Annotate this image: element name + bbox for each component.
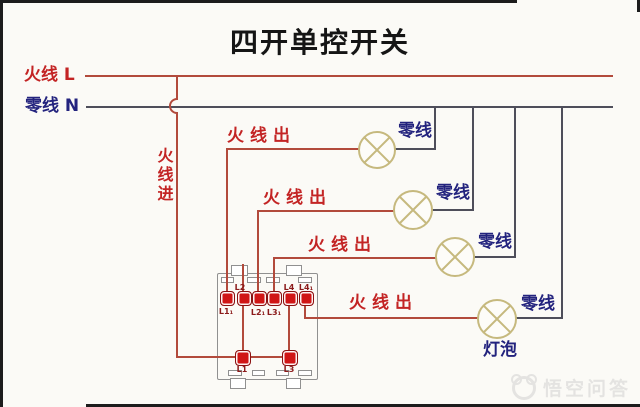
live-out-label-3: 火线出 (308, 235, 377, 255)
neutral-label-2: 零线 (436, 183, 470, 203)
terminal-label: L2 (234, 283, 246, 292)
neutral-label-3: 零线 (478, 232, 512, 252)
live-out-label-2: 火线出 (263, 188, 332, 208)
box-bottom-tab (286, 378, 301, 389)
watermark-text: 悟空问答 (543, 378, 632, 400)
terminal-label: L4₁ (298, 283, 314, 292)
terminal-label: L1 (236, 365, 248, 374)
page-title: 四开单控开关 (229, 26, 410, 59)
box-slot (298, 277, 312, 283)
switch-box (217, 273, 318, 380)
neutral-bus-label: 零线 N (25, 96, 80, 116)
live-out-label-4: 火线出 (349, 293, 418, 313)
terminal-L2-1 (251, 291, 267, 306)
photo-edge-left (0, 0, 3, 407)
photo-edge-bottom (86, 404, 640, 407)
terminal-L4 (282, 291, 298, 306)
lamp-1-icon (358, 131, 396, 169)
terminal-label: L3₁ (266, 308, 282, 317)
terminal-L2 (236, 291, 252, 306)
neutral-return-wires (394, 107, 563, 319)
live-feed-wire (169, 76, 290, 358)
terminal-label: L1₁ (218, 307, 234, 316)
terminal-label: L4 (283, 283, 295, 292)
box-slot (247, 277, 261, 283)
box-bottom-tab (230, 378, 246, 389)
box-slot (298, 370, 312, 376)
terminal-L3-1 (266, 291, 282, 306)
box-top-tab (231, 265, 248, 276)
bulb-label: 灯泡 (483, 340, 517, 360)
watermark: 悟空问答 (511, 373, 632, 401)
photo-edge-top (0, 0, 517, 3)
box-slot (228, 370, 242, 376)
lamp-2-icon (393, 190, 433, 230)
box-top-tab (286, 265, 302, 276)
box-slot (252, 370, 265, 376)
terminal-label: L2₁ (250, 308, 266, 317)
lamp-4-icon (477, 299, 517, 339)
live-out-label-1: 火线出 (227, 126, 296, 146)
photo-edge-right (637, 0, 640, 12)
terminal-L1-1 (219, 291, 235, 306)
neutral-label-1: 零线 (398, 121, 432, 141)
terminal-L4-1 (298, 291, 314, 306)
wukong-logo-icon (511, 373, 537, 400)
live-feed-label: 火线进 (157, 146, 174, 203)
terminal-L3 (282, 350, 298, 366)
terminal-L1 (235, 350, 251, 366)
neutral-label-4: 零线 (521, 294, 555, 314)
lamp-3-icon (435, 237, 475, 277)
live-bus-label: 火线 L (24, 65, 75, 85)
terminal-label: L3 (283, 365, 295, 374)
box-slot (276, 370, 289, 376)
